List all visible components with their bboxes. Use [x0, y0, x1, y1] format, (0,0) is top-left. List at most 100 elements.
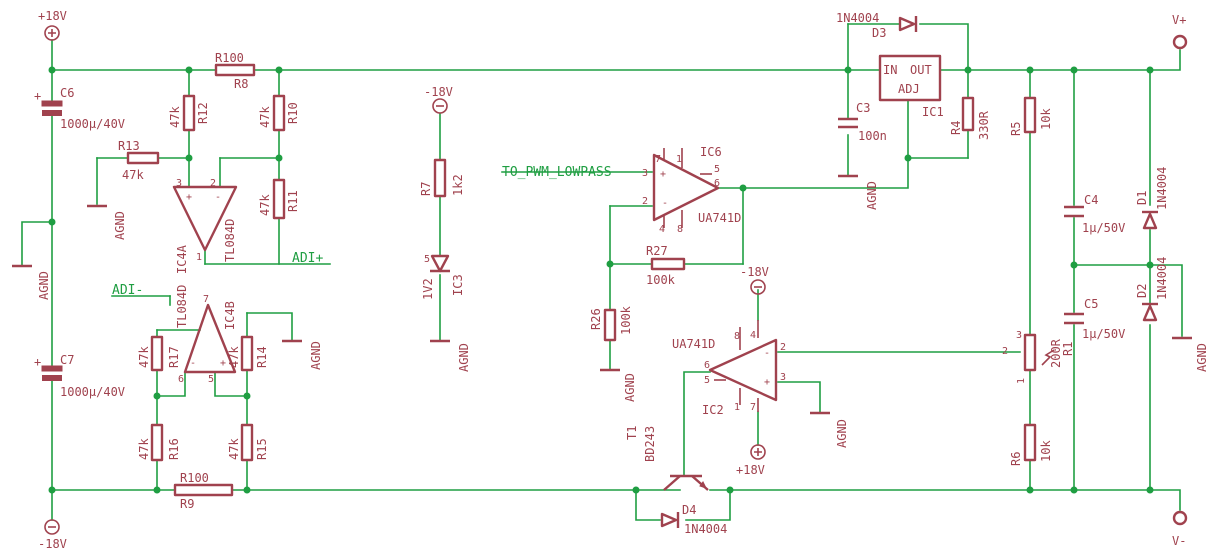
svg-text:3: 3: [1016, 330, 1022, 341]
c7-value: 1000µ/40V: [60, 385, 125, 399]
r13-value: 47k: [122, 168, 144, 182]
svg-text:1: 1: [1016, 378, 1027, 384]
svg-text:5: 5: [424, 254, 430, 265]
ic4a-value: TL084D: [223, 219, 237, 262]
supply-minus18-label: -18V: [38, 537, 67, 551]
resistor-r6[interactable]: R6 10k: [1009, 423, 1053, 466]
opamp-ic4b[interactable]: - + 6 5 7 TL084D IC4B: [175, 285, 237, 385]
svg-text:1V2: 1V2: [421, 278, 435, 300]
svg-text:IC3: IC3: [451, 274, 465, 296]
svg-text:1µ/50V: 1µ/50V: [1082, 327, 1125, 341]
svg-text:C3: C3: [856, 101, 870, 115]
svg-text:C5: C5: [1084, 297, 1098, 311]
svg-text:1N4004: 1N4004: [836, 11, 879, 25]
svg-text:1: 1: [676, 154, 682, 165]
svg-text:R26: R26: [589, 308, 603, 330]
svg-text:R1: R1: [1061, 342, 1075, 356]
resistor-r10[interactable]: 47k R10: [258, 94, 300, 132]
svg-text:R6: R6: [1009, 452, 1023, 466]
c6-value: 1000µ/40V: [60, 117, 125, 131]
svg-text:AGND: AGND: [37, 271, 51, 300]
svg-text:2: 2: [642, 196, 648, 207]
supply-plus18-label: +18V: [38, 9, 67, 23]
supply-minus18-bottom: -18V: [38, 519, 67, 551]
svg-text:3: 3: [642, 168, 648, 179]
regulator-ic1[interactable]: IN OUT ADJ IC1: [878, 54, 944, 119]
resistor-r11[interactable]: 47k R11: [258, 178, 300, 220]
resistor-r7[interactable]: R7 1k2: [419, 158, 465, 198]
r9-value: R100: [180, 471, 209, 485]
net-label-adi-minus: ADI-: [112, 283, 143, 298]
capacitor-c4[interactable]: C4 1µ/50V: [1064, 193, 1125, 235]
opamp-ic6[interactable]: 7 1 5 6 3 2 4 8 + - IC6 UA741D: [642, 145, 741, 235]
svg-text:47k: 47k: [137, 346, 151, 368]
svg-text:8: 8: [734, 331, 740, 342]
svg-text:R11: R11: [286, 190, 300, 212]
junctions: [48, 66, 1154, 494]
agnd-symbol-r14: AGND: [282, 339, 323, 370]
svg-text:1N4004: 1N4004: [1155, 167, 1169, 210]
agnd-symbol-r13: AGND: [87, 204, 127, 240]
svg-text:R10: R10: [286, 102, 300, 124]
svg-text:7: 7: [203, 294, 209, 305]
svg-text:R16: R16: [167, 438, 181, 460]
svg-text:47k: 47k: [227, 438, 241, 460]
diode-d2[interactable]: D2 1N4004: [1135, 257, 1169, 322]
diode-d4[interactable]: D4 1N4004: [660, 503, 727, 536]
svg-text:D4: D4: [682, 503, 696, 517]
svg-text:4: 4: [659, 224, 665, 235]
svg-text:R17: R17: [167, 346, 181, 368]
r9-name: R9: [180, 497, 194, 511]
c6-name: C6: [60, 86, 74, 100]
resistor-r15[interactable]: 47k R15: [227, 423, 269, 462]
svg-text:4: 4: [750, 330, 756, 341]
potentiometer-r1[interactable]: 3 2 1 200R R1: [1002, 330, 1075, 384]
opamp-ic4a[interactable]: + - 3 2 1 IC4A TL084D: [172, 178, 238, 274]
supply-minus18-ic3-label: -18V: [424, 85, 453, 99]
svg-text:6: 6: [714, 178, 720, 189]
resistor-r9[interactable]: R100 R9: [173, 471, 234, 511]
svg-text:1N4004: 1N4004: [1155, 257, 1169, 300]
capacitor-c3[interactable]: C3 100n: [838, 101, 887, 143]
svg-text:1µ/50V: 1µ/50V: [1082, 221, 1125, 235]
capacitor-c7[interactable]: + C7 1000µ/40V: [34, 353, 125, 399]
r8-value: R100: [215, 51, 244, 65]
resistor-r8[interactable]: R100 R8: [214, 51, 256, 91]
svg-text:2: 2: [780, 342, 786, 353]
agnd-symbol-ic3: AGND: [430, 339, 471, 372]
supply-vplus[interactable]: V+: [1172, 13, 1188, 50]
diode-d1[interactable]: D1 1N4004: [1135, 167, 1169, 230]
capacitor-c5[interactable]: C5 1µ/50V: [1064, 297, 1125, 341]
transistor-t1[interactable]: T1 BD243: [625, 426, 709, 491]
supply-vminus[interactable]: V-: [1172, 510, 1188, 548]
svg-text:C4: C4: [1084, 193, 1098, 207]
agnd-symbol-ic2: AGND: [810, 411, 849, 448]
resistor-r5[interactable]: R5 10k: [1009, 96, 1053, 136]
svg-text:7: 7: [655, 154, 661, 165]
agnd-symbol-r26: AGND: [600, 368, 637, 402]
resistor-r26[interactable]: R26 100k: [589, 305, 633, 342]
net-label-adi-plus: ADI+: [292, 251, 323, 266]
resistor-r12[interactable]: 47k R12: [168, 94, 210, 132]
resistor-r27[interactable]: R27 100k: [646, 244, 686, 287]
r13-name: R13: [118, 139, 140, 153]
svg-text:OUT: OUT: [910, 63, 932, 77]
svg-text:+: +: [764, 377, 770, 388]
resistor-r17[interactable]: 47k R17: [137, 335, 181, 372]
net-label-to-pwm: TO_PWM_LOWPASS: [502, 165, 612, 180]
svg-text:1: 1: [196, 252, 202, 263]
ic4b-name: IC4B: [223, 301, 237, 330]
resistor-r13[interactable]: R13 47k: [118, 139, 160, 182]
svg-text:7: 7: [750, 402, 756, 413]
svg-text:10k: 10k: [1039, 440, 1053, 462]
resistor-r4[interactable]: R4 330R: [949, 96, 991, 140]
svg-text:+: +: [660, 169, 666, 180]
svg-text:330R: 330R: [977, 110, 991, 140]
resistor-r16[interactable]: 47k R16: [137, 423, 181, 462]
reference-ic3[interactable]: 5 1V2 IC3: [421, 254, 465, 300]
opamp-ic2[interactable]: 8 4 2 3 6 5 1 7 - + UA741D IC2: [672, 320, 786, 417]
svg-text:3: 3: [780, 372, 786, 383]
capacitor-c6[interactable]: + C6 1000µ/40V: [34, 86, 125, 131]
diode-d3[interactable]: 1N4004 D3: [836, 11, 918, 40]
svg-text:47k: 47k: [258, 106, 272, 128]
